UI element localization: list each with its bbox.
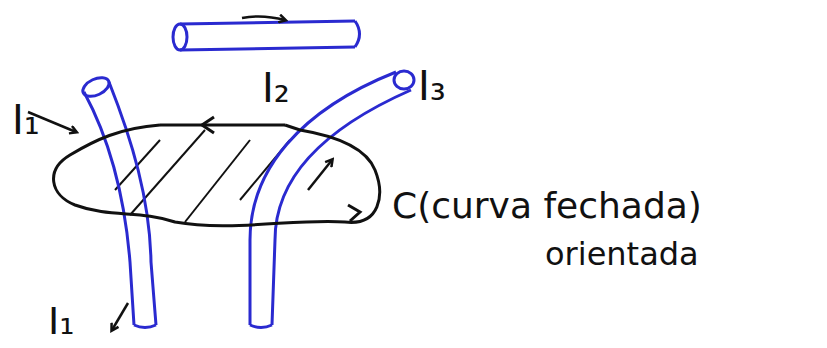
curve-label: orientada bbox=[545, 238, 699, 270]
current-label: I₂ bbox=[262, 68, 290, 108]
curve-label: C(curva fechada) bbox=[392, 188, 702, 224]
current-label: I₁ bbox=[48, 302, 74, 340]
current-label: I₃ bbox=[418, 66, 446, 106]
current-label: I₁ bbox=[12, 100, 40, 140]
